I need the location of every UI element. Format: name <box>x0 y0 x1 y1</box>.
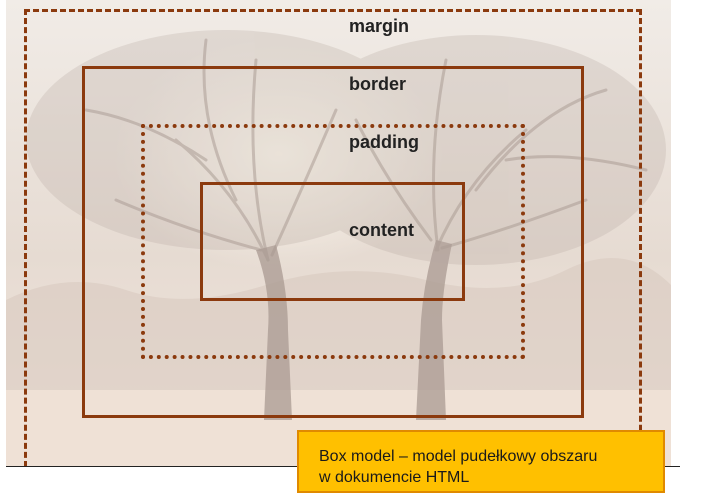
margin-label: margin <box>349 16 410 36</box>
padding-box-outline <box>141 124 525 359</box>
caption-line-1: Box model – model pudełkowy obszaru <box>319 448 598 465</box>
content-box-outline <box>200 182 465 301</box>
diagram-canvas: margin border padding content <box>6 0 671 467</box>
caption-box: Box model – model pudełkowy obszaru w do… <box>297 430 665 493</box>
border-box-outline <box>82 66 584 418</box>
content-label: content <box>349 220 414 240</box>
border-label: border <box>349 74 407 94</box>
padding-label: padding <box>349 132 419 152</box>
caption-line-2: w dokumencie HTML <box>319 469 470 486</box>
margin-box-outline <box>24 9 642 467</box>
